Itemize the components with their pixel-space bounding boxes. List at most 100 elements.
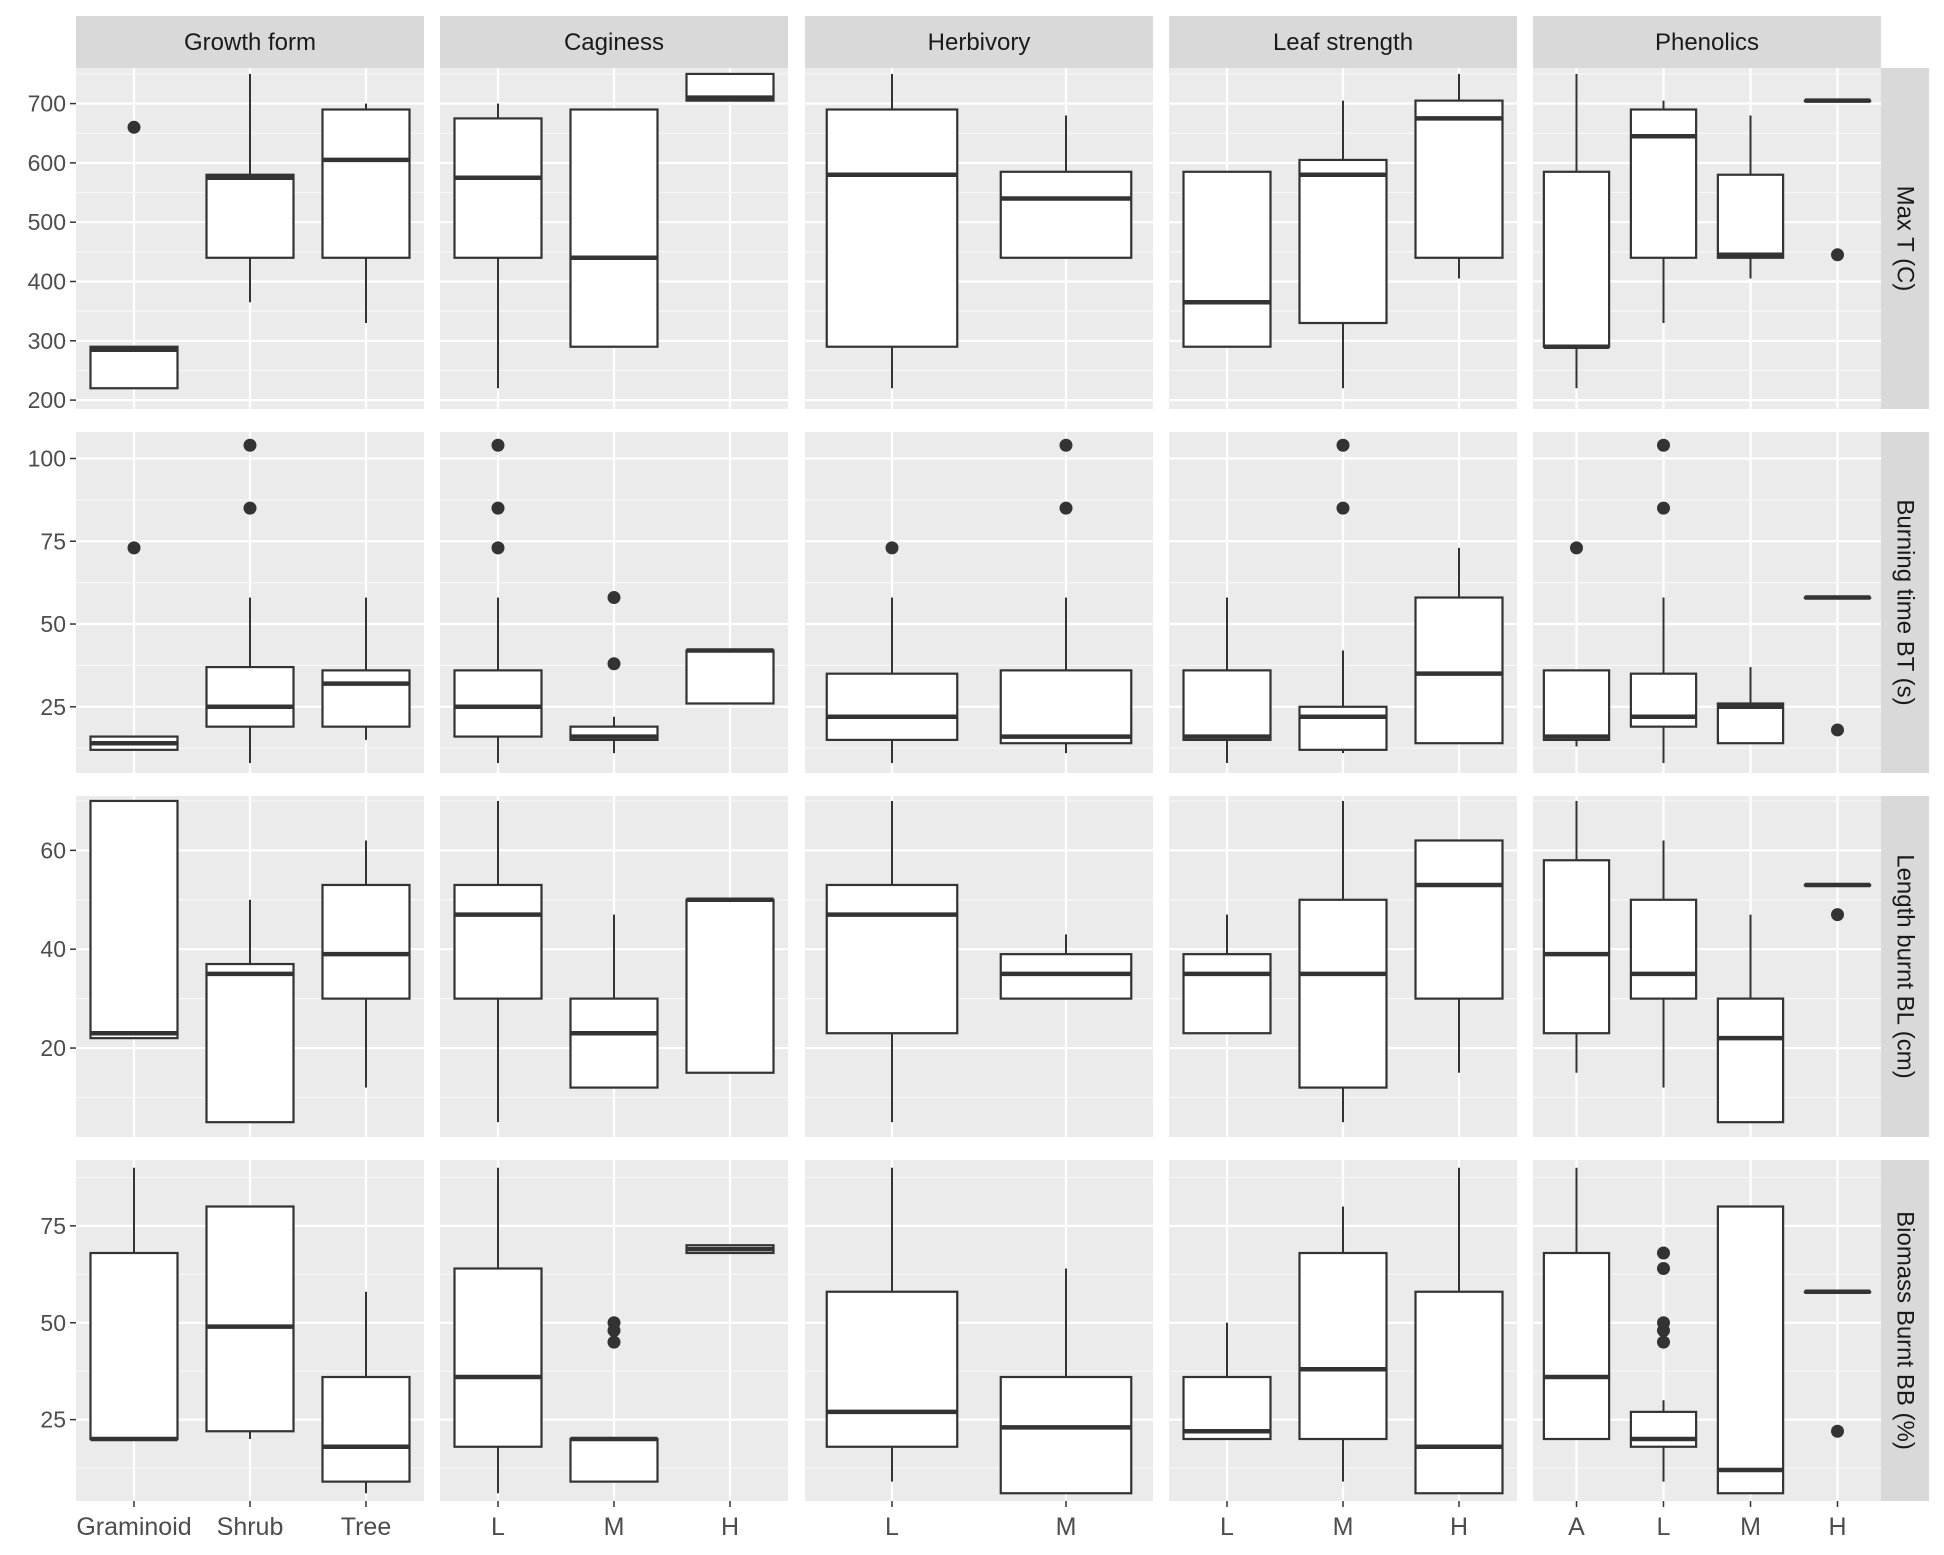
iqr-box [89, 345, 179, 390]
column-strip-0 [76, 16, 424, 68]
panel-r0-c4 [1533, 68, 1881, 409]
iqr-box [1414, 99, 1504, 259]
x-tick-label-c4-1: L [1657, 1513, 1671, 1541]
iqr-box [825, 108, 959, 348]
box-L [1629, 840, 1698, 1088]
iqr-box [1629, 1410, 1698, 1448]
box-M [569, 914, 659, 1089]
box-Tree [321, 597, 411, 740]
iqr-box [999, 1375, 1133, 1495]
x-tick-label-c2-0: L [885, 1513, 899, 1541]
x-tick-label-c4-2: M [1740, 1513, 1761, 1541]
box-L [1629, 1246, 1698, 1482]
x-tick-label-c3-1: M [1333, 1513, 1354, 1541]
box-M [999, 438, 1133, 754]
iqr-box [1716, 702, 1785, 745]
outlier-point [1657, 501, 1670, 515]
box-M [999, 1268, 1133, 1495]
box-Tree [321, 840, 411, 1088]
x-tick-label-c3-0: L [1220, 1513, 1234, 1541]
iqr-box [1414, 839, 1504, 1000]
box-L [453, 1167, 543, 1494]
x-tick-label-c1-2: H [721, 1513, 739, 1541]
iqr-box [999, 953, 1133, 1000]
iqr-box [1542, 1251, 1611, 1441]
box-M [999, 934, 1133, 1000]
box-H [1414, 839, 1504, 1073]
box-L [1629, 438, 1698, 764]
column-strip-label-0: Growth form [184, 29, 316, 56]
iqr-box [453, 883, 543, 1000]
box-M [1298, 1206, 1388, 1482]
box-M [999, 115, 1133, 259]
outlier-point [1657, 1246, 1670, 1260]
row-strip-2 [1881, 796, 1929, 1137]
iqr-box [1298, 898, 1388, 1089]
iqr-box [1542, 859, 1611, 1035]
iqr-box [999, 669, 1133, 745]
outlier-point [1657, 1335, 1670, 1349]
outlier-point [885, 541, 899, 555]
box-A [1542, 1167, 1611, 1441]
x-tick-label-c0-2: Tree [341, 1513, 391, 1541]
box-H [685, 1244, 775, 1255]
box-M [1298, 438, 1388, 754]
outlier-point [607, 1335, 621, 1349]
iqr-box [825, 1290, 959, 1448]
panel-r0-c2 [805, 68, 1153, 409]
box-A [1542, 73, 1611, 389]
iqr-box [1629, 898, 1698, 1000]
column-strip-label-3: Leaf strength [1273, 29, 1413, 56]
panel-r1-c0 [76, 432, 424, 773]
y-tick-label-row1-1: 50 [40, 611, 66, 637]
outlier-point [1570, 541, 1583, 555]
panel-r1-c3 [1169, 432, 1517, 773]
iqr-box [1414, 1290, 1504, 1495]
x-tick-label-c1-0: L [491, 1513, 505, 1541]
panel-r0-c3 [1169, 68, 1517, 409]
iqr-box [453, 117, 543, 259]
box-H [1803, 98, 1872, 262]
box-Shrub [205, 899, 295, 1124]
box-L [825, 73, 959, 389]
outlier-point [1657, 1262, 1670, 1275]
box-Tree [321, 103, 411, 324]
column-strip-label-4: Phenolics [1655, 29, 1759, 56]
outlier-point [607, 591, 621, 605]
y-tick-label-row1-0: 25 [40, 694, 66, 720]
y-tick-label-row1-2: 75 [40, 528, 66, 554]
panel-r1-c4 [1533, 432, 1881, 773]
box-M [569, 108, 659, 348]
panel-r1-c1 [440, 432, 788, 773]
iqr-box [1182, 1375, 1272, 1441]
iqr-box [1716, 173, 1785, 259]
outlier-point [243, 501, 257, 515]
outlier-point [127, 541, 141, 555]
box-M [1716, 914, 1785, 1124]
outlier-point [1059, 501, 1073, 515]
outlier-point [1831, 723, 1844, 737]
y-tick-label-row2-0: 20 [40, 1035, 66, 1061]
outlier-point [127, 120, 141, 134]
box-H [685, 72, 775, 102]
box-H [1803, 882, 1872, 922]
outlier-point [1831, 248, 1844, 262]
panel-r2-c4 [1533, 796, 1881, 1137]
box-Shrub [205, 73, 295, 303]
iqr-box [453, 1267, 543, 1448]
row-strip-label-3: Biomass Burnt BB (%) [1892, 1211, 1919, 1450]
outlier-point [1657, 1316, 1670, 1330]
box-M [1716, 115, 1785, 279]
outlier-point [491, 541, 505, 555]
outlier-point [1657, 438, 1670, 452]
row-strip-3 [1881, 1160, 1929, 1501]
y-tick-label-row0-3: 500 [28, 209, 66, 235]
y-tick-label-row3-2: 75 [40, 1213, 66, 1239]
box-Graminoid [89, 1167, 179, 1442]
iqr-box [1716, 997, 1785, 1124]
iqr-box [569, 108, 659, 348]
box-L [453, 103, 543, 389]
box-M [1716, 667, 1785, 745]
x-tick-label-c2-1: M [1056, 1513, 1077, 1541]
box-H [1803, 1289, 1872, 1438]
